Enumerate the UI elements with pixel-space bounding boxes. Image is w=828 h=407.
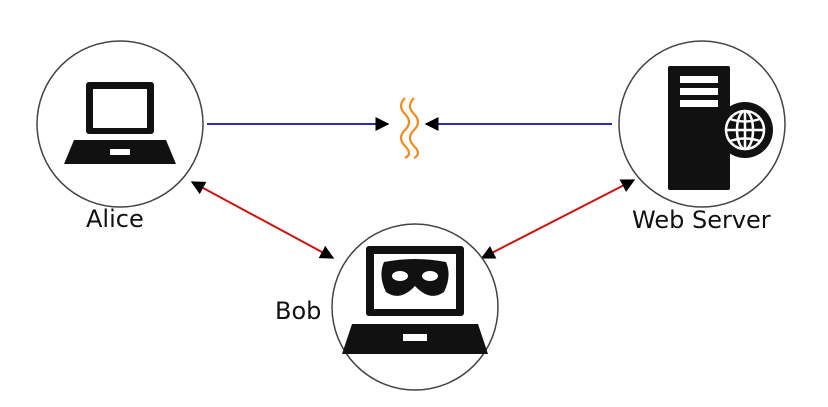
alice-node — [36, 40, 204, 208]
laptop-icon — [64, 82, 176, 164]
server-globe-icon — [668, 66, 773, 190]
server-node — [618, 40, 786, 208]
bob-node — [331, 223, 499, 391]
alice-label: Alice — [86, 205, 144, 233]
bob-label: Bob — [275, 297, 322, 325]
server-label: Web Server — [632, 206, 771, 234]
masked-laptop-icon — [342, 246, 488, 354]
bob-server-link — [480, 179, 636, 259]
broken-connection-icon — [399, 97, 420, 159]
alice-bob-link — [190, 181, 335, 259]
